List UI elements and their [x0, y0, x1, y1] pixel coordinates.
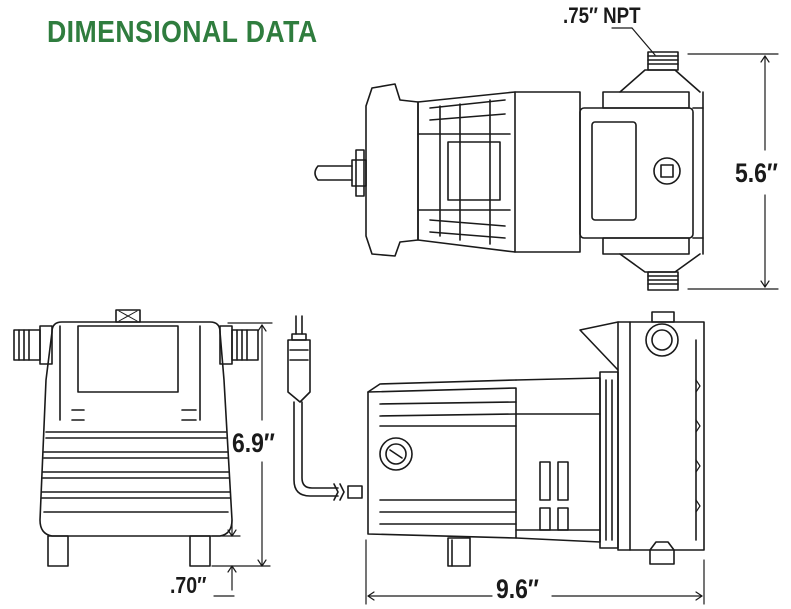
side-view-length-dimension: [365, 539, 705, 605]
top-view-height-label: 5.6″: [735, 158, 778, 188]
foot-height-label: .70″: [170, 572, 207, 598]
top-view-inlet-fitting: [647, 271, 679, 291]
plug-body: [287, 339, 311, 403]
power-cord: [287, 315, 363, 501]
front-view-right-fitting: [219, 325, 259, 365]
front-view: [13, 309, 273, 597]
top-view-drain-plug: [653, 157, 681, 185]
top-view-outlet-fitting: [647, 51, 679, 71]
front-view-left-fitting: [13, 325, 53, 365]
side-view-cord-gland: [379, 437, 413, 471]
front-view-label-panel: [77, 325, 179, 393]
plug-prongs-base: [291, 333, 307, 341]
side-view-foot: [447, 537, 471, 567]
side-view: [365, 311, 705, 605]
front-view-height-label: 6.9″: [232, 428, 275, 458]
top-view-label-panel: [447, 141, 501, 201]
front-view-terminal-box: [115, 309, 141, 323]
side-view-mount-bracket: [579, 321, 619, 371]
top-view: [314, 27, 779, 291]
front-view-ribs: [41, 431, 231, 513]
front-view-body: [39, 321, 233, 537]
front-view-height-dimension: [211, 322, 273, 567]
front-view-right-foot: [189, 535, 211, 567]
page-title: DIMENSIONAL DATA: [47, 14, 318, 49]
top-view-cord: [314, 165, 353, 181]
foot-height-dimension: [211, 519, 241, 597]
top-view-height-dimension: [687, 53, 779, 290]
top-view-motor-cap: [365, 83, 419, 257]
front-view-left-foot: [47, 535, 69, 567]
npt-label: .75″ NPT: [563, 3, 641, 28]
side-view-inlet-port: [649, 541, 675, 565]
side-view-length-label: 9.6″: [496, 574, 539, 604]
side-view-flange: [599, 371, 619, 549]
side-view-vent-slots: [539, 461, 569, 531]
side-view-outlet-port: [645, 323, 679, 357]
